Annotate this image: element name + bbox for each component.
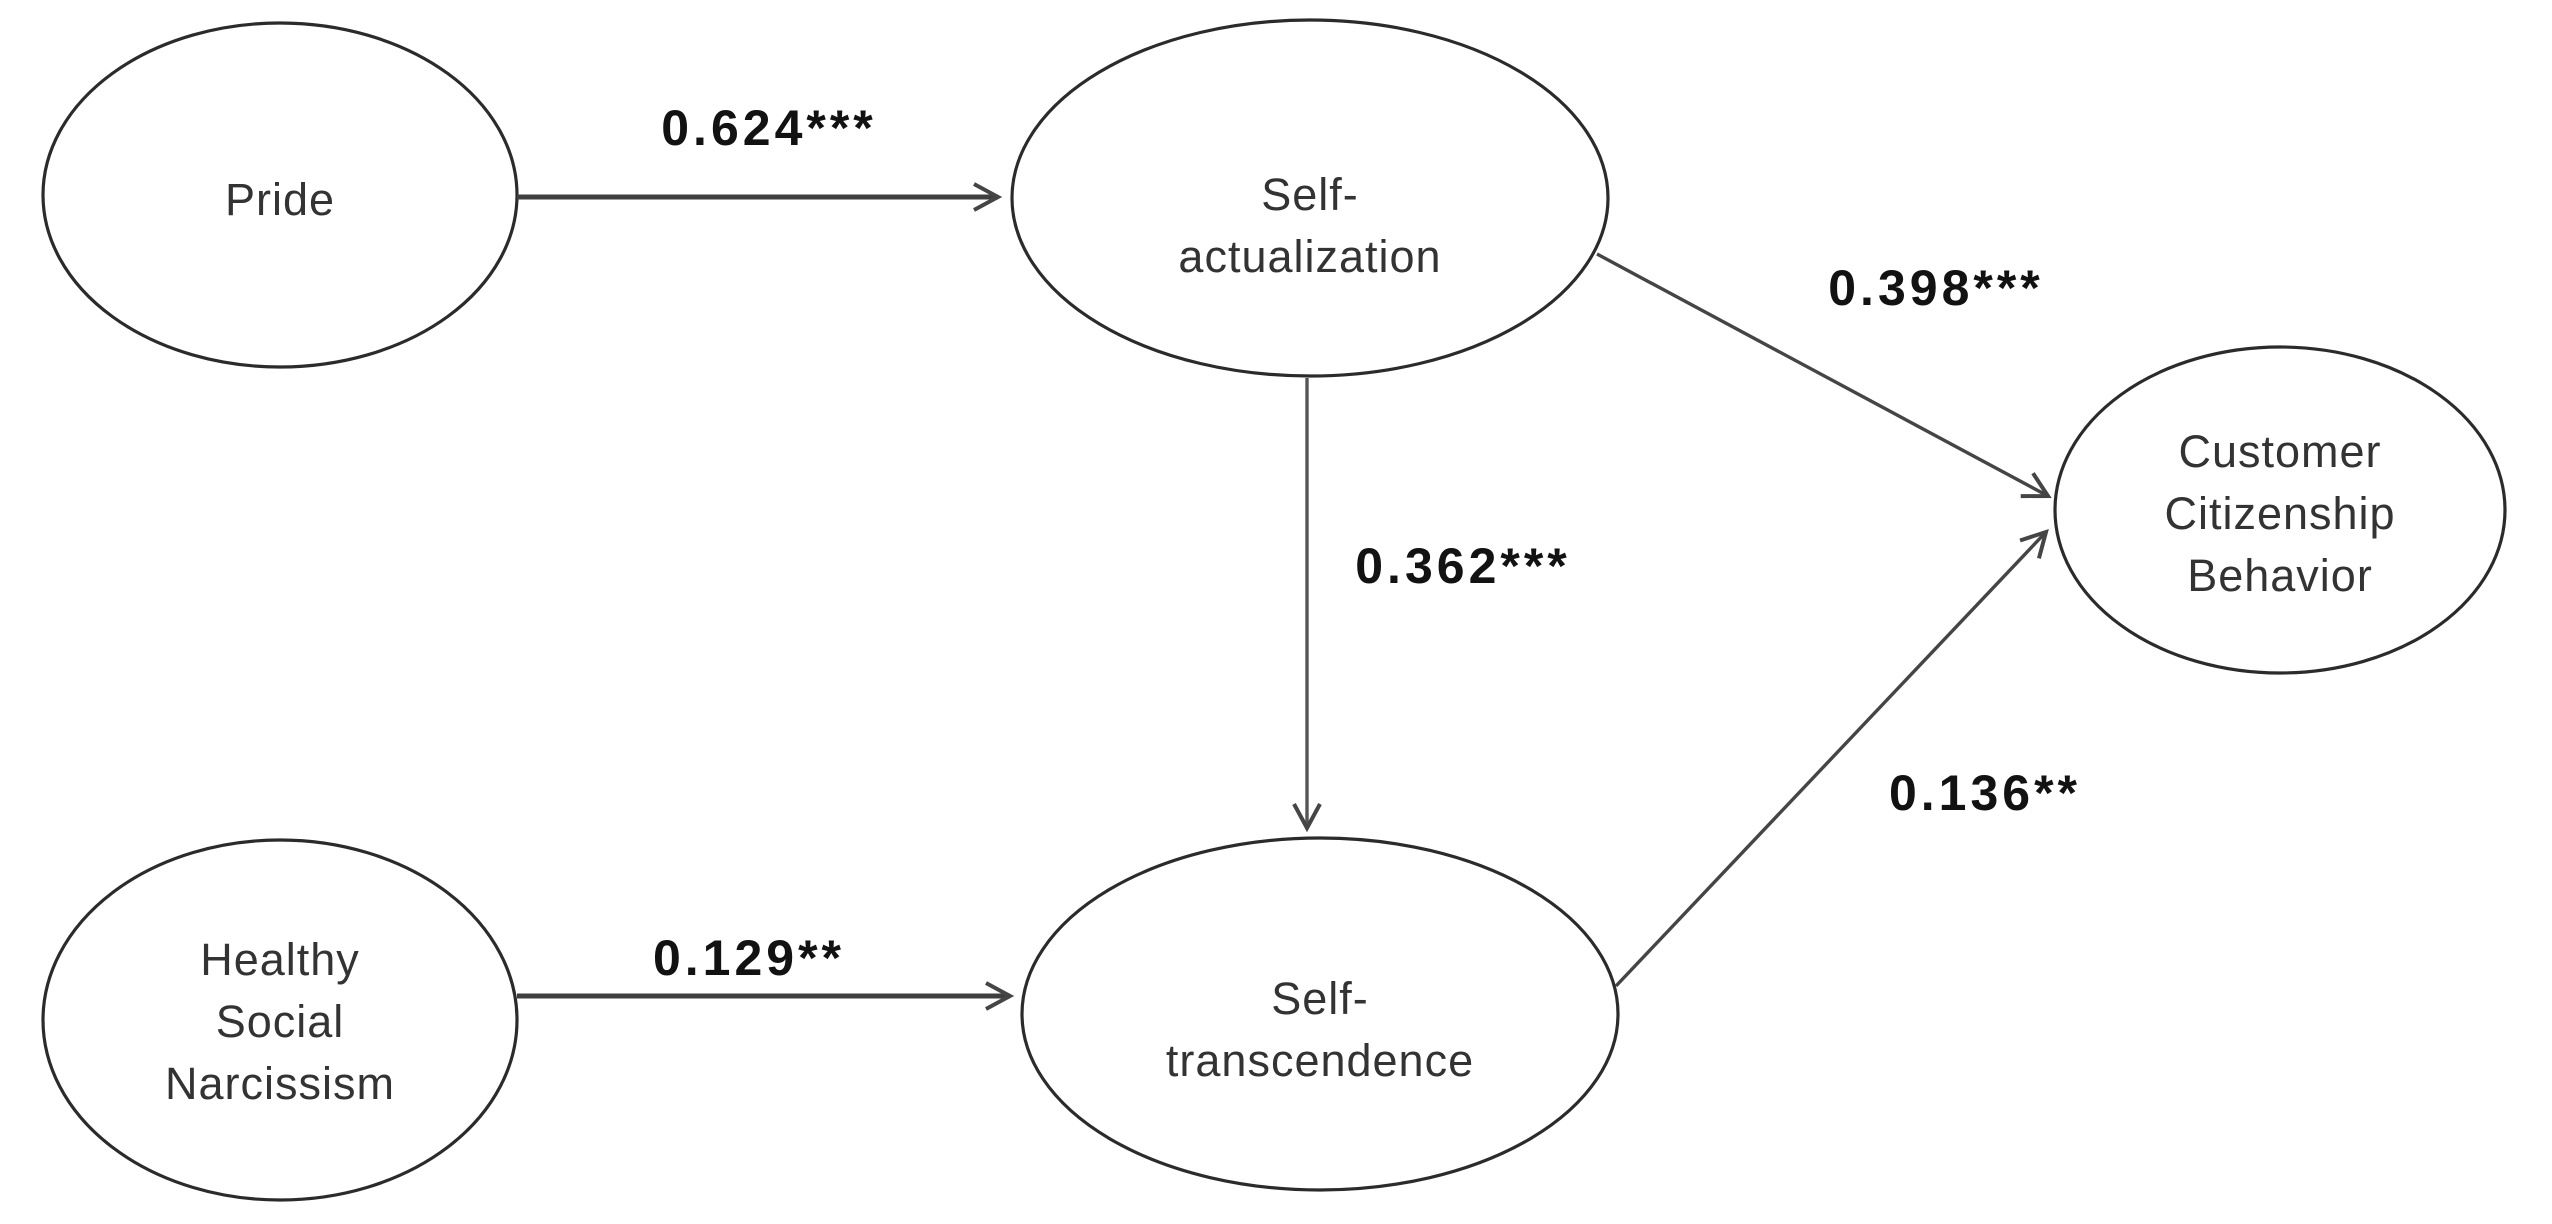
node-ellipse-healthy-social-narcissism: [41, 838, 519, 1202]
node-ellipse-self-transcendence: [1020, 836, 1620, 1192]
node-ellipse-self-actualization: [1010, 18, 1610, 378]
node-ellipse-pride: [41, 21, 519, 369]
edge-line-self-actualization-to-customer-citizenship-behavior: [1596, 252, 2052, 499]
node-ellipse-customer-citizenship-behavior: [2053, 345, 2507, 675]
edge-line-self-transcendence-to-customer-citizenship-behavior: [1614, 528, 2049, 988]
